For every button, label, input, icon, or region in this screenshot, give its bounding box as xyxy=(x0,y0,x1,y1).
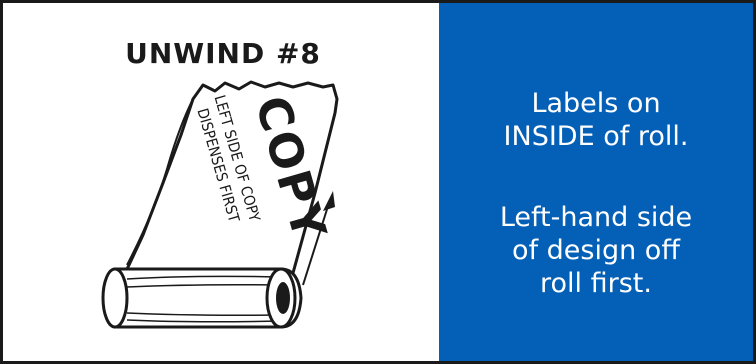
message2-line1: Left-hand side xyxy=(439,201,753,234)
roll-cylinder xyxy=(103,269,301,327)
message2-line2: of design off xyxy=(439,234,753,267)
label-roll-illustration-icon: COPY LEFT SIDE OF COPY DISPENSES FIRST xyxy=(3,3,439,361)
left-hand-message: Left-hand side of design off roll first. xyxy=(439,201,753,300)
diagram-panel: UNWIND #8 COPY LEFT SIDE OF COPY DISPENS… xyxy=(3,3,439,361)
inside-roll-message: Labels on INSIDE of roll. xyxy=(439,87,753,153)
message2-line3: roll first. xyxy=(439,267,753,300)
instruction-panel: Labels on INSIDE of roll. Left-hand side… xyxy=(439,3,753,361)
message1-line1: Labels on xyxy=(439,87,753,120)
message1-line2: INSIDE of roll. xyxy=(439,120,753,153)
